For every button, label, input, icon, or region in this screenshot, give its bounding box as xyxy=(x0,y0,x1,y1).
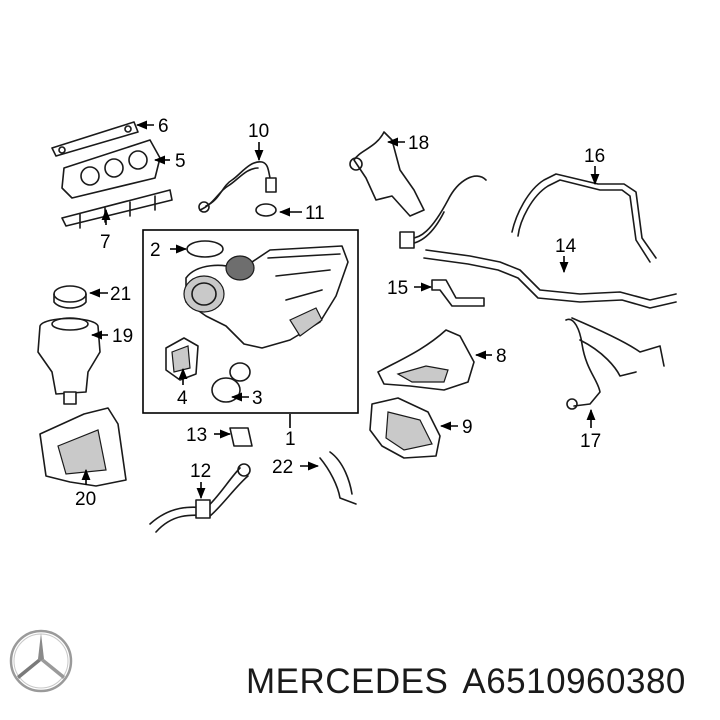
part-11-washer xyxy=(255,203,277,217)
callout-11: 11 xyxy=(305,203,325,224)
callout-18: 18 xyxy=(408,133,429,154)
callout-16: 16 xyxy=(584,146,605,167)
part-number: A6510960380 xyxy=(462,662,686,701)
part-10-oil-pipe xyxy=(198,161,277,213)
part-6-gasket xyxy=(51,121,139,157)
part-caption: MERCEDES A6510960380 xyxy=(246,662,700,702)
part-15-bracket xyxy=(431,279,485,307)
brand-name: MERCEDES xyxy=(246,662,449,701)
part-2-o-ring xyxy=(186,240,224,258)
callout-19: 19 xyxy=(112,326,133,347)
callout-12: 12 xyxy=(190,461,211,482)
callout-20: 20 xyxy=(75,489,96,510)
part-9-heat-shield xyxy=(369,397,441,459)
callout-15: 15 xyxy=(387,278,408,299)
part-13-clip xyxy=(229,427,253,447)
part-16-coolant-pipe xyxy=(511,173,657,263)
callout-1: 1 xyxy=(285,429,296,450)
callout-5: 5 xyxy=(175,151,186,172)
part-1-turbocharger xyxy=(183,245,349,349)
part-8-heat-shield xyxy=(377,329,475,391)
callout-4: 4 xyxy=(177,388,188,409)
callout-10: 10 xyxy=(248,121,269,142)
mercedes-star-icon xyxy=(9,629,73,693)
part-17-hose xyxy=(565,317,665,410)
part-4-actuator xyxy=(165,337,199,381)
part-12-pipe xyxy=(149,463,251,533)
callout-8: 8 xyxy=(496,346,507,367)
part-5-manifold-gasket xyxy=(61,139,161,199)
part-20-bracket xyxy=(39,407,127,487)
part-3-seal-ring xyxy=(211,377,241,403)
callout-22: 22 xyxy=(272,457,293,478)
callout-2: 2 xyxy=(150,240,161,261)
callout-9: 9 xyxy=(462,417,473,438)
callout-17: 17 xyxy=(580,431,601,452)
callout-7: 7 xyxy=(100,232,111,253)
leader-lines xyxy=(81,120,600,500)
turbo-assembly-frame xyxy=(142,229,359,414)
part-14-line xyxy=(399,175,677,309)
callout-3: 3 xyxy=(252,388,263,409)
part-21-cap xyxy=(53,285,87,309)
callout-21: 21 xyxy=(110,284,131,305)
part-19-oil-separator xyxy=(37,317,101,405)
part-22-hose xyxy=(319,451,357,505)
callout-14: 14 xyxy=(555,236,577,257)
part-18-elbow xyxy=(349,131,425,217)
callout-13: 13 xyxy=(186,425,207,446)
callout-6: 6 xyxy=(158,116,169,137)
